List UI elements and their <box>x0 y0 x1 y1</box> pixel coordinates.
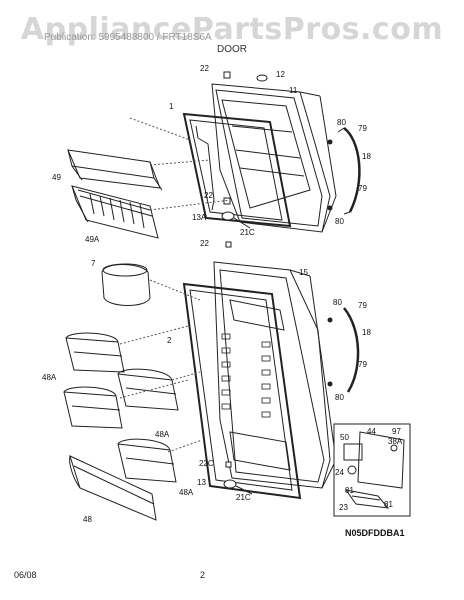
callout-81-b: 81 <box>384 500 393 509</box>
callout-15: 15 <box>299 268 308 277</box>
callout-80-a: 80 <box>337 118 346 127</box>
callout-80-c: 80 <box>333 298 342 307</box>
freezer-basket-49A <box>71 185 159 239</box>
watermark-logo: AppliancePartsPros.com <box>20 12 444 47</box>
callout-22C: 22C <box>199 459 214 468</box>
callout-79-b: 79 <box>358 184 367 193</box>
fresh-food-leader-lines <box>119 325 203 453</box>
callout-81-a: 81 <box>345 486 354 495</box>
callout-12: 12 <box>276 70 285 79</box>
callout-79-c: 79 <box>358 301 367 310</box>
section-title: DOOR <box>217 44 247 55</box>
footer-date: 06/08 <box>14 570 37 580</box>
callout-7: 7 <box>91 259 96 268</box>
callout-23: 23 <box>339 503 348 512</box>
freezer-shelf-49 <box>67 149 163 191</box>
fresh-food-gasket-2 <box>182 282 302 500</box>
callout-18-b: 18 <box>362 328 371 337</box>
callout-13A: 13A <box>192 213 207 222</box>
callout-80-b: 80 <box>335 217 344 226</box>
callout-44: 44 <box>367 427 376 436</box>
callout-2: 2 <box>167 336 172 345</box>
door-bin-48A-middle-left <box>63 386 123 429</box>
callout-48A-a: 48A <box>42 373 57 382</box>
diagram-reference-code: N05DFDDBA1 <box>345 528 405 538</box>
callout-49A: 49A <box>85 235 100 244</box>
callout-13: 13 <box>197 478 206 487</box>
door-bin-48A-right-lower <box>117 438 177 483</box>
callout-18-a: 18 <box>362 152 371 161</box>
freezer-handle-18 <box>327 127 361 215</box>
callout-49: 49 <box>52 173 61 182</box>
callout-22-mid: 22 <box>204 191 213 200</box>
dairy-cover-7 <box>101 263 201 306</box>
door-bin-48A-top-left <box>65 332 125 373</box>
freezer-leader-lines <box>129 117 231 211</box>
callout-1: 1 <box>169 102 174 111</box>
footer-page-number: 2 <box>200 570 206 580</box>
freezer-door-outer-11 <box>211 83 337 233</box>
header-model: Publication: 5995488800 / FRT18S6A <box>44 32 212 43</box>
fresh-food-door-outer-15 <box>213 261 337 489</box>
callout-11: 11 <box>289 86 298 95</box>
callout-38A: 38A <box>388 437 403 446</box>
callout-48A-b: 48A <box>155 430 170 439</box>
callout-21C-a: 21C <box>240 228 255 237</box>
freezer-hinge-parts <box>221 71 268 248</box>
fresh-food-handle-18 <box>327 307 360 393</box>
fresh-food-hinge-parts <box>223 461 253 495</box>
callout-24: 24 <box>335 468 344 477</box>
callout-79-d: 79 <box>358 360 367 369</box>
door-bin-48A-right-upper <box>117 368 179 411</box>
callout-22-top: 22 <box>200 64 209 73</box>
detail-inset-box <box>333 423 411 517</box>
callout-48: 48 <box>83 515 92 524</box>
callout-22-low: 22 <box>200 239 209 248</box>
door-shelf-48 <box>69 455 157 521</box>
callout-79-a: 79 <box>358 124 367 133</box>
callout-48A-c: 48A <box>179 488 194 497</box>
callout-50: 50 <box>340 433 349 442</box>
callout-97: 97 <box>392 427 401 436</box>
callout-80-d: 80 <box>335 393 344 402</box>
callout-21C-b: 21C <box>236 493 251 502</box>
freezer-door-gasket-1 <box>182 112 292 228</box>
